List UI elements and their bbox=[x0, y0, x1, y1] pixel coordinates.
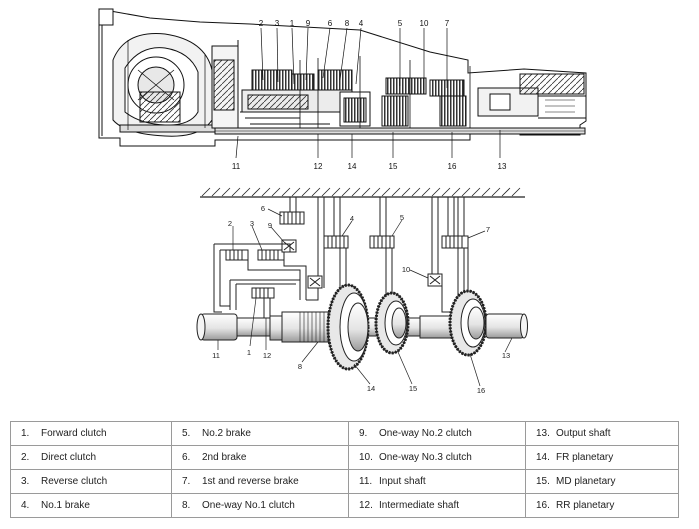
legend-label-intermediate-shaft: Intermediate shaft bbox=[379, 500, 460, 511]
cross-section-labels: 2 3 1 9 6 8 4 5 10 7 11 12 14 15 16 13 bbox=[232, 19, 507, 171]
legend-cell: 2.Direct clutch bbox=[10, 445, 172, 470]
cs-label-14: 14 bbox=[348, 162, 357, 171]
sch-label-16: 16 bbox=[477, 386, 485, 395]
legend-cell: 9.One-way No.2 clutch bbox=[348, 421, 526, 446]
sch-label-11: 11 bbox=[212, 351, 220, 360]
cs-label-11: 11 bbox=[232, 162, 241, 171]
torque-converter bbox=[112, 33, 216, 137]
legend-label-md-planetary: MD planetary bbox=[556, 476, 616, 487]
schematic-drawing bbox=[196, 187, 528, 371]
legend-label-no1-brake: No.1 brake bbox=[41, 500, 90, 511]
brake-1st-reverse bbox=[441, 235, 469, 249]
legend-cell: 8.One-way No.1 clutch bbox=[171, 493, 349, 518]
cs-label-12: 12 bbox=[314, 162, 323, 171]
sch-label-9: 9 bbox=[268, 221, 272, 230]
sch-label-13: 13 bbox=[502, 351, 510, 360]
legend-label-direct-clutch: Direct clutch bbox=[41, 452, 97, 463]
legend-cell: 7.1st and reverse brake bbox=[171, 469, 349, 494]
legend-cell: 11.Input shaft bbox=[348, 469, 526, 494]
diagram-canvas: 2 3 1 9 6 8 4 5 10 7 11 12 14 15 16 13 bbox=[98, 8, 587, 395]
legend-table: 1.Forward clutch 5.No.2 brake 9.One-way … bbox=[10, 421, 679, 518]
sch-label-12: 12 bbox=[263, 351, 271, 360]
cross-section-leaders bbox=[235, 27, 501, 159]
legend-label-one-way-no2-clutch: One-way No.2 clutch bbox=[379, 428, 472, 439]
extension-housing bbox=[477, 73, 587, 119]
legend-row: 2.Direct clutch 6.2nd brake 10.One-way N… bbox=[10, 445, 679, 470]
clutch-direct bbox=[225, 249, 249, 261]
legend-cell: 12.Intermediate shaft bbox=[348, 493, 526, 518]
brake-no2 bbox=[369, 235, 395, 249]
legend-label-1st-reverse-brake: 1st and reverse brake bbox=[202, 476, 299, 487]
legend-label-one-way-no1-clutch: One-way No.1 clutch bbox=[202, 500, 295, 511]
rr-planetary-drawing bbox=[448, 289, 488, 357]
legend-label-rr-planetary: RR planetary bbox=[556, 500, 615, 511]
cs-label-16: 16 bbox=[448, 162, 457, 171]
legend-cell: 1.Forward clutch bbox=[10, 421, 172, 446]
legend-row: 1.Forward clutch 5.No.2 brake 9.One-way … bbox=[10, 421, 679, 446]
fr-planetary-drawing bbox=[326, 283, 370, 371]
clutch-packs bbox=[240, 56, 471, 130]
one-way-clutch-no1 bbox=[307, 275, 323, 289]
cs-label-13: 13 bbox=[498, 162, 507, 171]
cs-label-8: 8 bbox=[345, 19, 350, 28]
sch-label-1: 1 bbox=[247, 348, 251, 357]
cs-label-2: 2 bbox=[259, 19, 264, 28]
schematic-leaders bbox=[217, 208, 513, 387]
cs-label-1: 1 bbox=[290, 19, 295, 28]
legend-label-2nd-brake: 2nd brake bbox=[202, 452, 247, 463]
cs-label-15: 15 bbox=[389, 162, 398, 171]
legend-cell: 13.Output shaft bbox=[525, 421, 679, 446]
cs-label-3: 3 bbox=[275, 19, 280, 28]
legend-label-input-shaft: Input shaft bbox=[379, 476, 426, 487]
clutch-forward bbox=[251, 287, 275, 299]
legend-cell: 6.2nd brake bbox=[171, 445, 349, 470]
legend-label-fr-planetary: FR planetary bbox=[556, 452, 614, 463]
legend-cell: 3.Reverse clutch bbox=[10, 469, 172, 494]
legend-row: 3.Reverse clutch 7.1st and reverse brake… bbox=[10, 469, 679, 494]
cs-label-10: 10 bbox=[420, 19, 429, 28]
cs-label-6: 6 bbox=[328, 19, 333, 28]
legend-cell: 4.No.1 brake bbox=[10, 493, 172, 518]
legend-cell: 16.RR planetary bbox=[525, 493, 679, 518]
sch-label-4: 4 bbox=[350, 214, 354, 223]
sch-label-2: 2 bbox=[228, 219, 232, 228]
one-way-clutch-no3 bbox=[427, 273, 443, 287]
legend-label-forward-clutch: Forward clutch bbox=[41, 428, 107, 439]
oil-pump bbox=[211, 40, 239, 130]
md-planetary-drawing bbox=[374, 291, 410, 355]
legend-label-reverse-clutch: Reverse clutch bbox=[41, 476, 108, 487]
brake-2nd bbox=[279, 211, 305, 225]
legend-label-no2-brake: No.2 brake bbox=[202, 428, 251, 439]
legend-label-output-shaft: Output shaft bbox=[556, 428, 611, 439]
cs-label-4: 4 bbox=[359, 19, 364, 28]
sch-label-6: 6 bbox=[261, 204, 265, 213]
legend-row: 4.No.1 brake 8.One-way No.1 clutch 12.In… bbox=[10, 493, 679, 518]
legend-cell: 10.One-way No.3 clutch bbox=[348, 445, 526, 470]
sch-label-5: 5 bbox=[400, 213, 404, 222]
clutch-reverse bbox=[257, 249, 285, 261]
legend-cell: 14.FR planetary bbox=[525, 445, 679, 470]
schematic-labels: 6 4 5 7 9 2 3 10 1 11 12 8 14 15 16 13 bbox=[212, 204, 510, 395]
cs-label-9: 9 bbox=[306, 19, 311, 28]
legend-cell: 5.No.2 brake bbox=[171, 421, 349, 446]
one-way-clutch-no2 bbox=[281, 239, 297, 253]
sch-label-8: 8 bbox=[298, 362, 302, 371]
sch-label-7: 7 bbox=[486, 225, 490, 234]
legend-label-one-way-no3-clutch: One-way No.3 clutch bbox=[379, 452, 472, 463]
sch-label-10: 10 bbox=[402, 265, 410, 274]
output-shaft-drawing bbox=[485, 313, 528, 339]
cs-label-5: 5 bbox=[398, 19, 403, 28]
legend-cell: 15.MD planetary bbox=[525, 469, 679, 494]
sch-label-15: 15 bbox=[409, 384, 417, 393]
brake-no1 bbox=[323, 235, 349, 249]
sch-label-3: 3 bbox=[250, 219, 254, 228]
cross-section-drawing bbox=[98, 8, 587, 147]
cs-label-7: 7 bbox=[445, 19, 450, 28]
case-ground bbox=[200, 187, 525, 198]
sch-label-14: 14 bbox=[367, 384, 375, 393]
